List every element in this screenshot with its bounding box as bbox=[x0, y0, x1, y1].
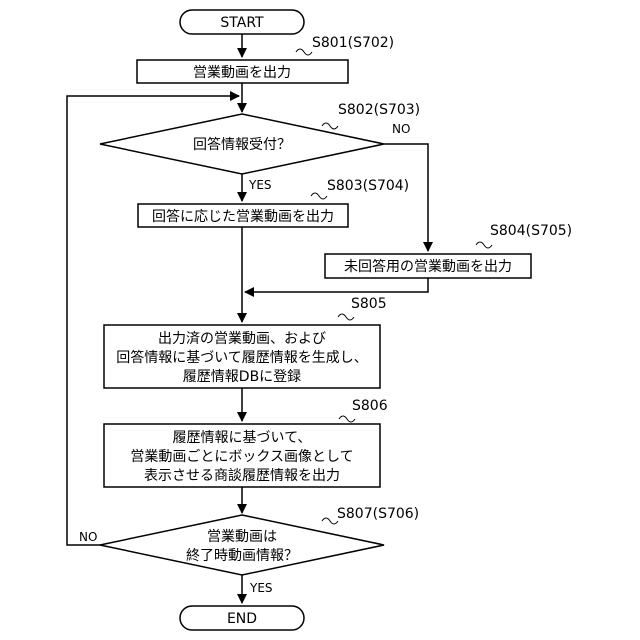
s802-text: 回答情報受付？ bbox=[193, 136, 291, 153]
s801-label: S801(S702) bbox=[312, 35, 394, 51]
decision-s807: S807(S706) 営業動画は 終了時動画情報？ NO YES bbox=[79, 506, 419, 595]
s807-no-label: NO bbox=[79, 530, 97, 544]
s803-leader bbox=[311, 193, 327, 199]
s807-line-2: 終了時動画情報？ bbox=[186, 548, 298, 564]
s805-line-2: 回答情報に基づいて履歴情報を生成し、 bbox=[116, 349, 368, 366]
end-terminal: END bbox=[180, 606, 304, 630]
step-s804: S804(S705) 未回答用の営業動画を出力 bbox=[325, 223, 572, 278]
s801-text: 営業動画を出力 bbox=[193, 65, 291, 81]
step-s805: S805 出力済の営業動画、および 回答情報に基づいて履歴情報を生成し、 履歴情… bbox=[104, 296, 387, 388]
s802-leader bbox=[322, 123, 338, 129]
s807-yes-label: YES bbox=[249, 581, 273, 595]
s805-label: S805 bbox=[351, 296, 387, 312]
s806-label: S806 bbox=[352, 398, 388, 414]
s802-yes-label: YES bbox=[248, 178, 272, 192]
s806-line-1: 履歴情報に基づいて、 bbox=[173, 429, 312, 446]
s805-line-1: 出力済の営業動画、および bbox=[158, 331, 326, 347]
start-text: START bbox=[220, 15, 264, 31]
s801-leader bbox=[296, 49, 312, 55]
s807-line-1: 営業動画は bbox=[207, 529, 277, 545]
s803-text: 回答に応じた営業動画を出力 bbox=[152, 208, 334, 225]
s804-text: 未回答用の営業動画を出力 bbox=[344, 258, 512, 275]
s803-label: S803(S704) bbox=[327, 178, 409, 194]
step-s806: S806 履歴情報に基づいて、 営業動画ごとにボックス画像として 表示させる商談… bbox=[104, 398, 388, 487]
s805-line-3: 履歴情報DBに登録 bbox=[183, 369, 301, 385]
step-s803: S803(S704) 回答に応じた営業動画を出力 bbox=[138, 178, 409, 227]
s806-leader bbox=[339, 416, 355, 422]
start-terminal: START bbox=[180, 10, 304, 34]
s806-line-3: 表示させる商談履歴情報を出力 bbox=[144, 468, 340, 484]
s805-leader bbox=[338, 314, 354, 320]
s807-label: S807(S706) bbox=[337, 506, 419, 522]
s802-label: S802(S703) bbox=[338, 102, 420, 118]
arrow-s802-to-s804 bbox=[384, 144, 428, 251]
s807-leader bbox=[322, 518, 338, 524]
s802-no-label: NO bbox=[392, 122, 410, 136]
s804-label: S804(S705) bbox=[490, 223, 572, 239]
s804-leader bbox=[476, 242, 492, 248]
step-s801: S801(S702) 営業動画を出力 bbox=[137, 35, 394, 83]
s806-line-2: 営業動画ごとにボックス画像として bbox=[130, 449, 353, 465]
arrow-s804-to-join bbox=[245, 278, 428, 292]
end-text: END bbox=[227, 611, 257, 627]
